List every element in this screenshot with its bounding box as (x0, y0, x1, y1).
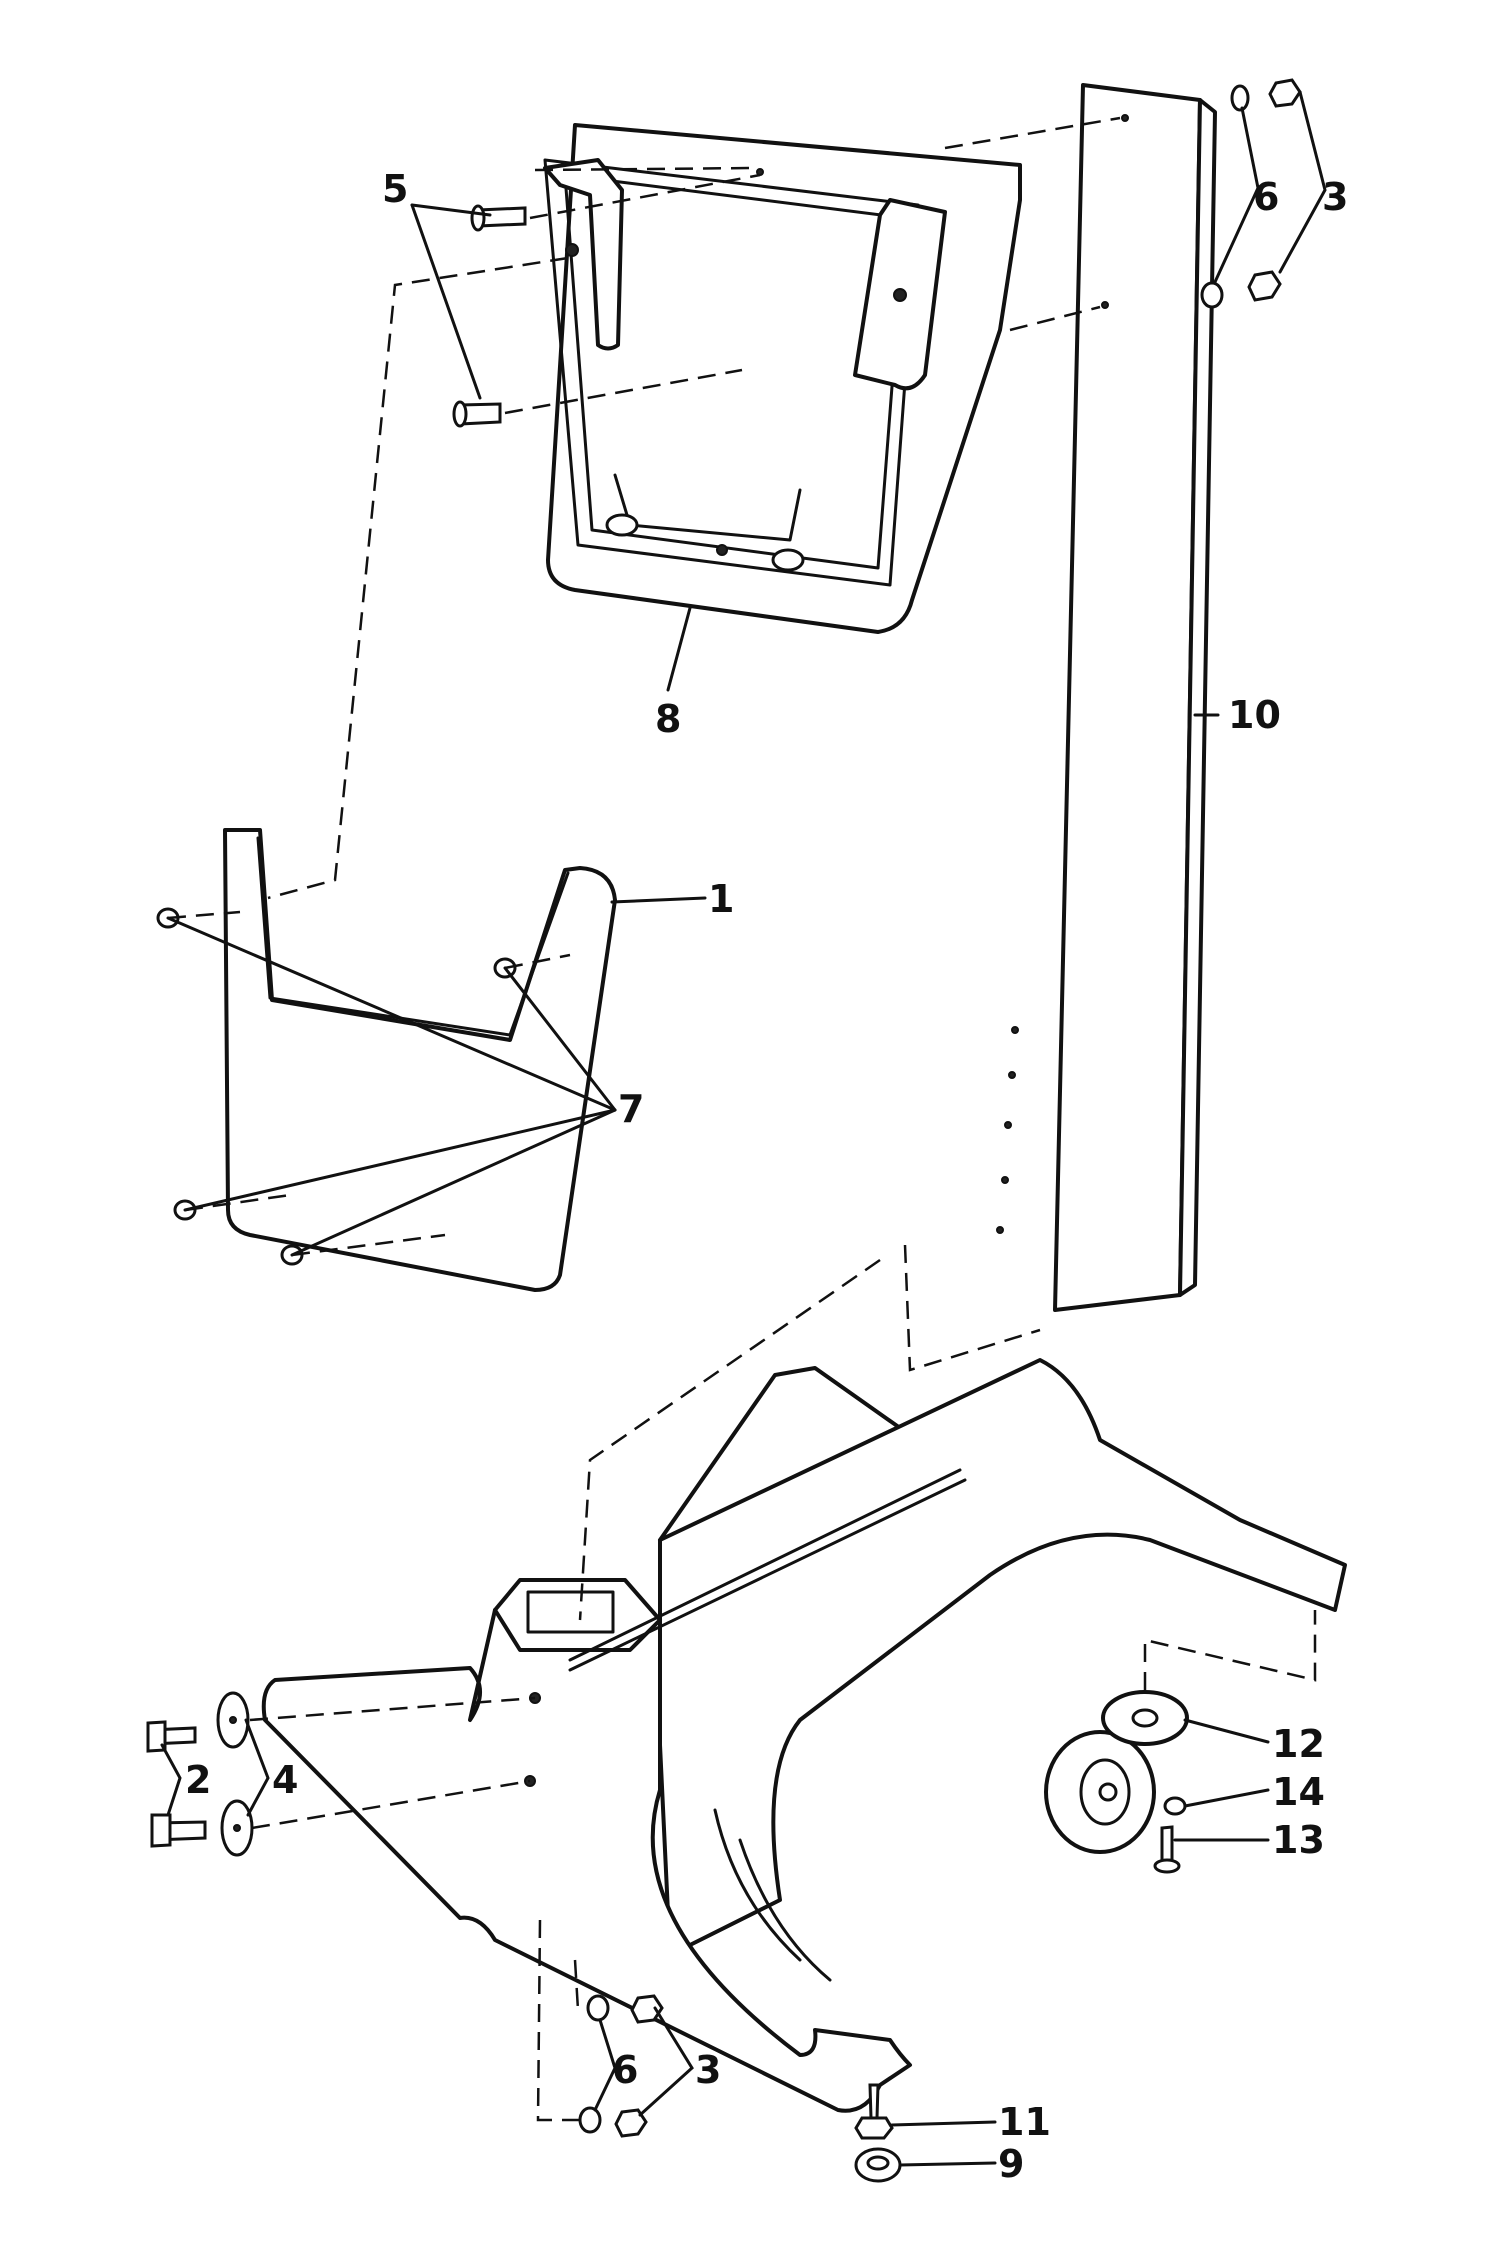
washer-6-top-2 (1200, 281, 1224, 309)
callout-6-top: 6 (1253, 175, 1279, 219)
washer-6-bottom-1 (586, 1994, 610, 2022)
part-8-tray (543, 123, 1022, 634)
callout-5: 5 (382, 167, 408, 211)
callout-6-bottom: 6 (612, 2048, 638, 2092)
callout-9: 9 (998, 2142, 1024, 2186)
callout-13: 13 (1272, 1818, 1325, 1862)
callout-14: 14 (1272, 1770, 1325, 1814)
part-1-front-panel (223, 828, 617, 1292)
alignment-lines (167, 116, 1317, 2122)
leveling-bolt-11 (854, 2083, 894, 2140)
callout-3-top: 3 (1322, 175, 1348, 219)
base-assembly (261, 1358, 1347, 2113)
bolt-13 (1153, 1825, 1181, 1874)
washer-6-bottom-2 (578, 2106, 602, 2134)
callout-3-bottom: 3 (695, 2048, 721, 2092)
callout-10: 10 (1228, 693, 1281, 737)
callout-labels: 5 6 3 8 10 1 7 2 4 6 3 11 9 12 14 13 (185, 167, 1348, 2186)
nut-3-bottom-2 (614, 2108, 648, 2138)
nut-3-top-1 (1268, 78, 1302, 108)
callout-4: 4 (272, 1758, 298, 1802)
callout-2: 2 (185, 1758, 211, 1802)
callout-7: 7 (618, 1087, 644, 1131)
callout-8: 8 (655, 697, 681, 741)
callout-11: 11 (998, 2100, 1051, 2144)
hardware (146, 78, 1302, 2183)
part-12-caster (1044, 1690, 1189, 1854)
part-10-column (996, 83, 1217, 1312)
callout-12: 12 (1272, 1722, 1325, 1766)
bolt-2-upper (146, 1720, 197, 1753)
screw-5-upper (470, 204, 527, 232)
nut-3-top-2 (1247, 270, 1282, 302)
nut-3-bottom-1 (630, 1994, 664, 2024)
washer-14 (1163, 1796, 1187, 1816)
callout-1: 1 (708, 877, 734, 921)
screw-5-lower (452, 400, 502, 428)
bolt-2-lower (150, 1813, 207, 1848)
washer-6-top-1 (1230, 84, 1250, 112)
leader-lines (160, 90, 1327, 2167)
